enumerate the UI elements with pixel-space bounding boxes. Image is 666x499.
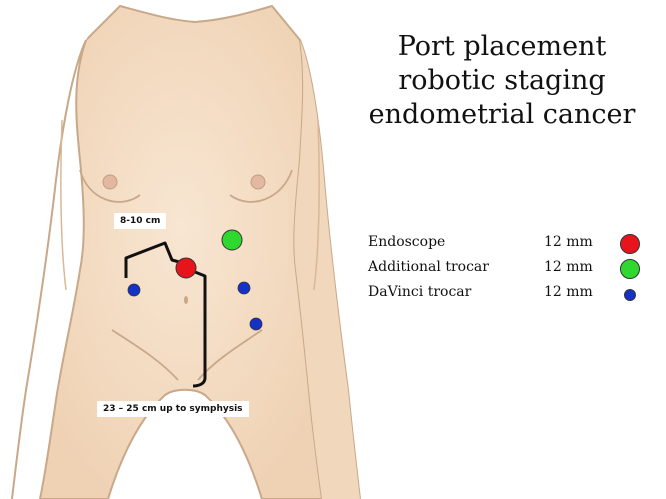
davinci-port-lower: [250, 318, 262, 330]
legend-marker-green: [620, 259, 640, 279]
legend-size: 12 mm: [544, 259, 593, 275]
legend-marker-blue: [624, 289, 636, 301]
title-line-2: robotic staging: [342, 64, 662, 98]
torso-body: [40, 6, 322, 499]
davinci-port-right: [238, 282, 250, 294]
endoscope-port: [176, 258, 196, 278]
left-nipple: [103, 175, 117, 189]
legend-size: 12 mm: [544, 284, 593, 300]
legend-row-davinci-trocar: DaVinci trocar 12 mm: [368, 282, 658, 307]
davinci-port-left: [128, 284, 140, 296]
distance-label-8-10cm: 8-10 cm: [114, 213, 166, 229]
legend-label: Endoscope: [368, 234, 445, 250]
distance-label-symphysis: 23 – 25 cm up to symphysis: [97, 401, 249, 417]
title-line-3: endometrial cancer: [342, 98, 662, 132]
navel: [184, 296, 188, 304]
legend-label: DaVinci trocar: [368, 284, 471, 300]
legend-size: 12 mm: [544, 234, 593, 250]
legend-marker-red: [620, 234, 640, 254]
legend-label: Additional trocar: [368, 259, 489, 275]
right-nipple: [251, 175, 265, 189]
legend-row-additional-trocar: Additional trocar 12 mm: [368, 257, 658, 282]
legend-row-endoscope: Endoscope 12 mm: [368, 232, 658, 257]
diagram-title: Port placement robotic staging endometri…: [342, 30, 662, 132]
legend: Endoscope 12 mm Additional trocar 12 mm …: [368, 232, 658, 307]
title-line-1: Port placement: [342, 30, 662, 64]
left-arm-crease: [61, 120, 66, 290]
additional-trocar-port: [222, 230, 242, 250]
